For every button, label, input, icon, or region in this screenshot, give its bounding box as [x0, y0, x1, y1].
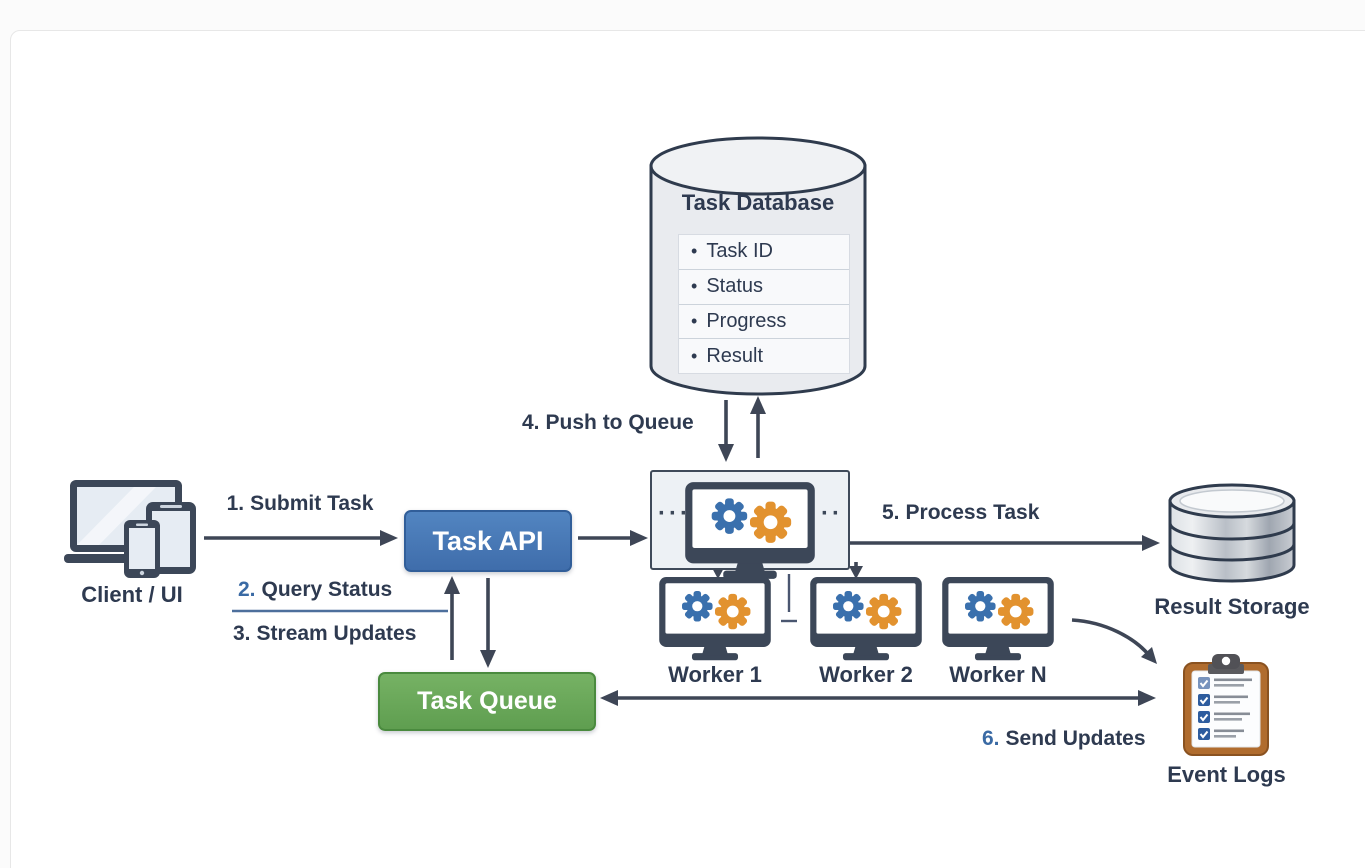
edge-label-4: 4.Push to Queue	[522, 411, 694, 435]
edge-label-6: 6.Send Updates	[982, 727, 1146, 751]
task-database-title: Task Database	[681, 190, 835, 215]
edge-number: 4.	[522, 411, 540, 434]
db-field-label: Result	[706, 344, 764, 367]
worker-pool-box: ··· ··	[650, 470, 850, 570]
pool-ellipsis-right: ··	[821, 500, 843, 527]
edge-number: 1.	[226, 492, 245, 515]
storage-disks-icon	[1168, 483, 1296, 583]
pool-ellipsis-left: ···	[658, 500, 691, 527]
arrow-pool-to-db	[750, 396, 766, 458]
log-row	[1198, 711, 1250, 723]
db-field-label: Status	[706, 275, 764, 298]
bullet: •	[691, 241, 698, 262]
edge-text: Process Task	[905, 501, 1040, 524]
edge-text: Send Updates	[1005, 727, 1146, 750]
db-field-label: Progress	[706, 309, 787, 332]
arrow-db-to-pool	[718, 400, 734, 462]
edge-label-3: 3.Stream Updates	[233, 622, 416, 646]
worker-monitor-icon	[653, 577, 777, 662]
arrow-queue-to-api	[444, 576, 460, 660]
edge-number: 5.	[882, 501, 900, 524]
worker-1-node	[653, 577, 777, 667]
arrow-process-task	[848, 535, 1160, 551]
task-api-box: Task API	[404, 510, 572, 572]
worker-n-label: Worker N	[949, 662, 1047, 687]
event-logs-label: Event Logs	[1167, 762, 1286, 787]
db-field-result: • Result	[679, 339, 849, 373]
bullet: •	[691, 345, 698, 366]
task-database-fields: • Task ID • Status • Progress • Result	[678, 234, 850, 374]
result-storage-label: Result Storage	[1154, 594, 1310, 619]
edge-number: 6.	[982, 727, 1000, 750]
log-row	[1198, 728, 1244, 740]
bullet: •	[691, 276, 698, 297]
arrow-api-to-pool	[578, 530, 648, 546]
log-row	[1198, 694, 1248, 706]
client-label: Client / UI	[81, 582, 183, 607]
arrow-api-to-queue	[480, 578, 496, 668]
worker-1-label: Worker 1	[668, 662, 762, 687]
bullet: •	[691, 310, 698, 331]
task-api-label: Task API	[432, 525, 544, 556]
event-logs-node	[1181, 651, 1271, 764]
worker-2-label: Worker 2	[819, 662, 913, 687]
db-field-status: • Status	[679, 270, 849, 305]
result-storage-node	[1166, 477, 1298, 594]
worker-2-node	[804, 577, 928, 667]
worker-monitor-icon	[936, 577, 1060, 662]
edge-number: 3.	[233, 622, 251, 645]
clipboard-icon	[1183, 654, 1269, 756]
edge-number: 2.	[238, 578, 256, 601]
task-database-node: Task Database • Task ID • Status • Progress…	[648, 136, 868, 402]
edge-text: Stream Updates	[256, 622, 417, 645]
edge-text: Query Status	[261, 578, 393, 601]
arrow-send-updates	[600, 690, 1156, 706]
pool-monitor-icon	[678, 482, 822, 581]
worker-divider	[781, 574, 797, 623]
log-row	[1198, 677, 1252, 689]
db-field-progress: • Progress	[679, 305, 849, 340]
task-queue-box: Task Queue	[378, 672, 596, 731]
edge-text: Push to Queue	[545, 411, 694, 434]
arrow-pool-to-worker2	[849, 562, 863, 579]
worker-monitor-icon	[804, 577, 928, 662]
edge-label-2: 2.Query Status	[238, 578, 392, 602]
db-field-task-id: • Task ID	[679, 235, 849, 270]
task-queue-label: Task Queue	[417, 687, 557, 715]
db-field-label: Task ID	[706, 240, 773, 263]
client-node	[64, 478, 204, 578]
arrow-submit-task	[204, 530, 398, 546]
client-devices-icon	[64, 480, 196, 578]
worker-n-node	[936, 577, 1060, 667]
edge-text: Submit Task	[250, 492, 374, 515]
edge-label-5: 5.Process Task	[882, 501, 1039, 525]
arrow-worker-to-logs	[1071, 618, 1157, 664]
edge-label-1: 1.Submit Task	[210, 492, 390, 516]
